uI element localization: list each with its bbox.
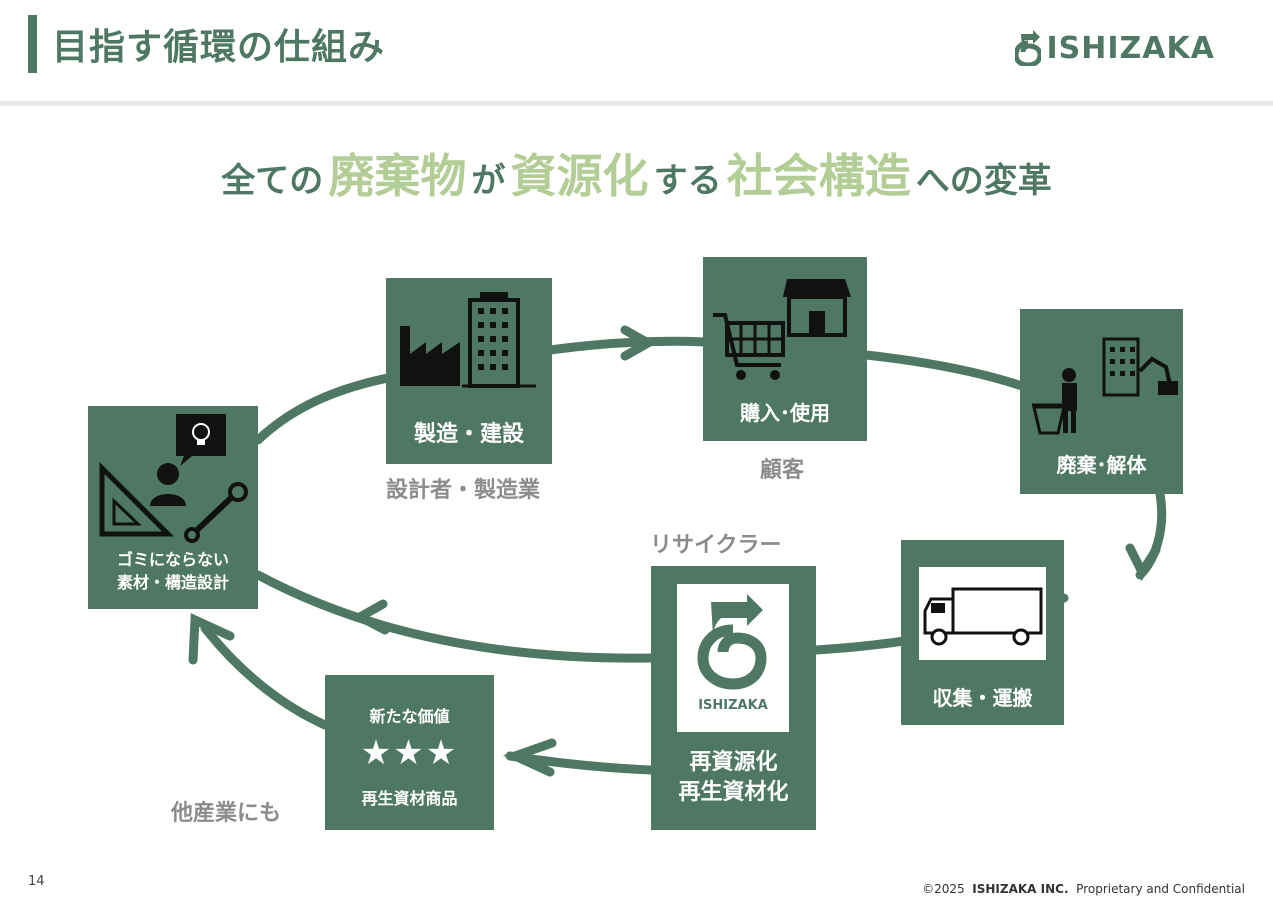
arc-value-to-design (200, 623, 330, 730)
disposal-label: 廃棄･解体 (1056, 453, 1147, 477)
arc-design-to-manufacture (253, 373, 393, 445)
node-manufacture: 製造・建設 (386, 278, 552, 464)
node-purchase: 購入･使用 (703, 257, 867, 441)
arc-purchase-to-disposal (861, 350, 1027, 391)
confidential-notice: Proprietary and Confidential (1076, 882, 1245, 896)
value-label: 再生資材商品 (361, 789, 458, 808)
arrowhead-to-collect (1125, 543, 1161, 582)
arrowhead-to-purchase (620, 325, 658, 361)
node-design: ゴミにならない 素材・構造設計 (88, 406, 258, 609)
headline-part-1: 全ての (221, 161, 324, 201)
three-stars-icon: ★★★ (360, 733, 459, 773)
caption-customer: 顧客 (760, 458, 805, 483)
page-number: 14 (28, 874, 45, 889)
arrowhead-to-design (350, 599, 390, 635)
truck-panel (919, 567, 1046, 660)
arc-manufacture-to-purchase (545, 336, 710, 355)
ishizaka-mark-icon (697, 594, 767, 690)
arrowhead-to-value (502, 738, 557, 777)
design-label-line1: ゴミにならない (116, 550, 229, 569)
factory-building-icon (400, 292, 536, 388)
brand-name: ISHIZAKA (1046, 30, 1215, 66)
recycle-logo-text: ISHIZAKA (698, 698, 768, 713)
headline-part-7: への変革 (915, 161, 1052, 201)
page-title: 目指す循環の仕組み (52, 27, 386, 68)
caption-other-industries: 他産業にも (171, 801, 282, 826)
headline-keyword-waste: 廃棄物 (328, 149, 467, 203)
copyright-year: ©2025 (922, 882, 965, 896)
node-recycle: ISHIZAKA 再資源化 再生資材化 (651, 566, 816, 830)
title-accent-bar (28, 15, 37, 73)
node-value: 新たな価値 ★★★ 再生資材商品 (325, 675, 494, 830)
node-collect: 収集・運搬 (901, 540, 1064, 725)
brand-logo: ISHIZAKA (1014, 30, 1215, 66)
headline: 全ての 廃棄物 が 資源化 する 社会構造 への変革 (0, 140, 1273, 206)
arc-recycle-to-design (253, 570, 657, 663)
headline-keyword-society: 社会構造 (726, 149, 911, 203)
footer-copyright: ©2025 ISHIZAKA INC. Proprietary and Conf… (922, 882, 1245, 896)
purchase-label: 購入･使用 (740, 401, 830, 425)
caption-designer: 設計者・製造業 (386, 478, 541, 503)
headline-part-5: する (653, 161, 722, 201)
disposal-demolition-icon (1032, 337, 1178, 435)
cart-store-icon (713, 279, 851, 380)
node-disposal: 廃棄･解体 (1020, 309, 1183, 494)
truck-icon (923, 587, 1043, 646)
collect-label: 収集・運搬 (932, 686, 1033, 710)
ishizaka-logo-icon (1014, 30, 1041, 66)
designer-icon (99, 414, 248, 543)
ishizaka-logo-panel: ISHIZAKA (677, 584, 789, 732)
value-title: 新たな価値 (369, 707, 450, 726)
recycle-label-line1: 再資源化 (689, 750, 778, 775)
company-name: ISHIZAKA INC. (972, 882, 1069, 896)
headline-part-3: が (471, 161, 506, 201)
manufacture-label: 製造・建設 (413, 422, 524, 447)
arrowhead-to-design-from-value (188, 613, 235, 665)
header-divider (0, 101, 1273, 106)
caption-recycler: リサイクラー (650, 533, 782, 558)
design-label-line2: 素材・構造設計 (116, 573, 229, 592)
recycle-label-line2: 再生資材化 (678, 780, 789, 805)
headline-keyword-resource: 資源化 (510, 149, 649, 203)
